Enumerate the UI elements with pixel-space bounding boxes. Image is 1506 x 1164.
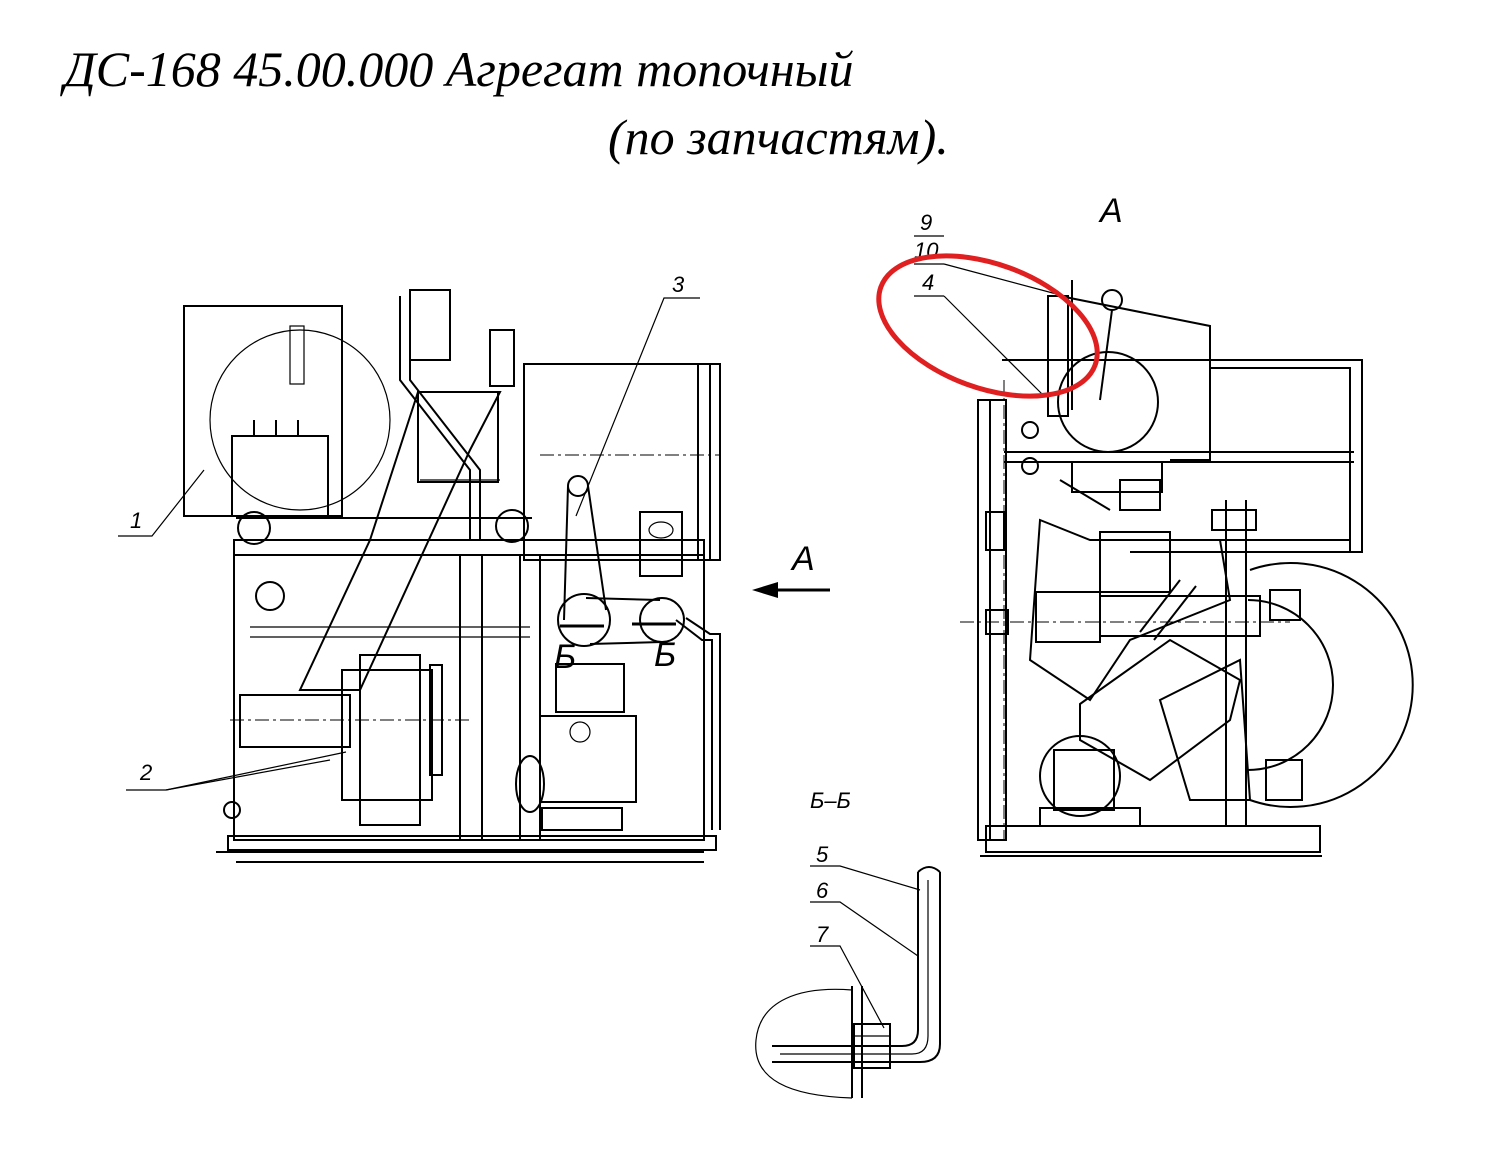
callout-4: 4 bbox=[922, 270, 934, 295]
callouts-right bbox=[914, 235, 1065, 397]
callout-2: 2 bbox=[139, 760, 152, 785]
callout-1: 1 bbox=[130, 508, 142, 533]
view-arrow bbox=[752, 582, 830, 598]
view-a bbox=[960, 280, 1414, 857]
view-a-label: А bbox=[1098, 192, 1123, 230]
section-mark-right: Б bbox=[654, 636, 676, 674]
section-b-b bbox=[755, 866, 941, 1099]
drawing-subtitle: (по запчастям). bbox=[608, 109, 949, 165]
drawing-title: ДС-168 45.00.000 Агрегат топочный bbox=[64, 41, 854, 97]
callout-5: 5 bbox=[816, 842, 829, 867]
section-mark-left: Б bbox=[554, 638, 576, 676]
section-label: Б–Б bbox=[810, 788, 851, 813]
callout-6: 6 bbox=[816, 878, 829, 903]
callout-7: 7 bbox=[816, 922, 829, 947]
callouts-left bbox=[118, 297, 700, 791]
callout-9: 9 bbox=[920, 210, 932, 235]
view-arrow-label: А bbox=[790, 540, 815, 578]
highlight-ellipse bbox=[876, 253, 1100, 399]
side-view bbox=[183, 289, 721, 863]
callouts-section bbox=[810, 865, 921, 1029]
callout-3: 3 bbox=[672, 272, 685, 297]
